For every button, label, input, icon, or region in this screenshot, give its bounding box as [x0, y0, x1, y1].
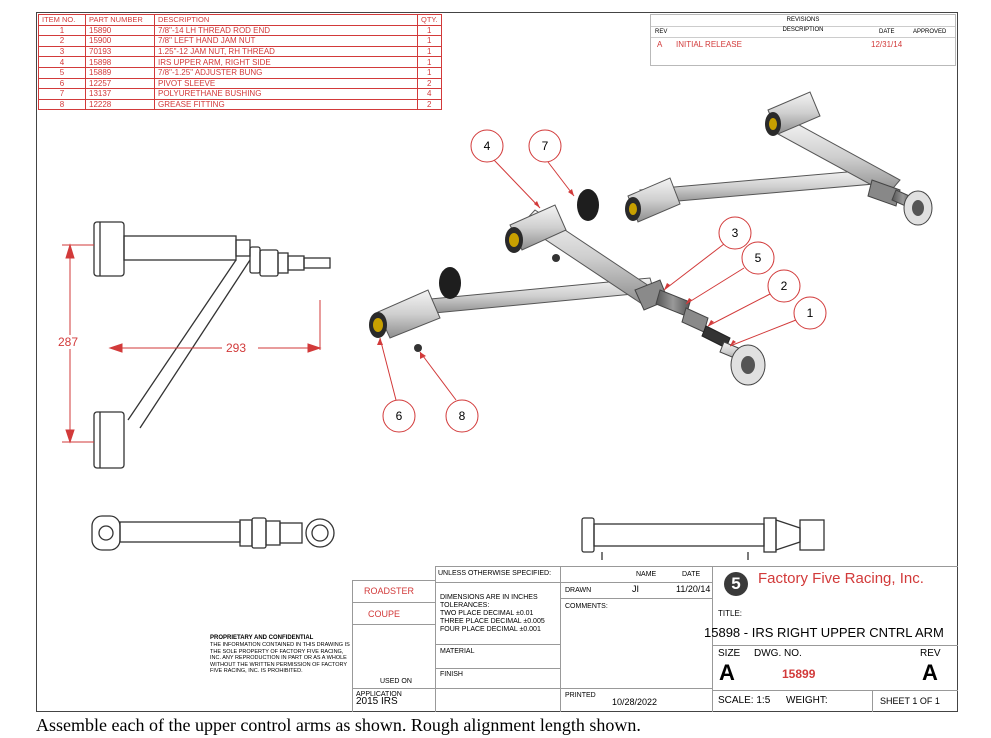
dwg-number: 15899 — [782, 667, 816, 681]
drawn-label: DRAWN — [565, 587, 592, 594]
balloon-2: 2 — [707, 269, 801, 327]
balloon-label: 1 — [807, 306, 814, 320]
balloon-label: 8 — [459, 409, 466, 423]
unless-specified: UNLESS OTHERWISE SPECIFIED: — [438, 570, 552, 577]
four-place-tolerance: FOUR PLACE DECIMAL ±0.001 — [440, 626, 541, 633]
revision-block: REVISIONS REV DESCRIPTION DATE APPROVED … — [650, 14, 956, 66]
balloon-3: 3 — [663, 216, 752, 291]
dimension-height: 287 — [56, 335, 81, 349]
balloon-4: 4 — [470, 129, 541, 209]
date-label: DATE — [682, 571, 701, 578]
logo-number: 5 — [731, 574, 741, 593]
size-value: A — [719, 660, 735, 685]
dimension-width: 293 — [224, 341, 249, 355]
scale: SCALE: 1:5 — [718, 695, 771, 706]
weight: WEIGHT: — [786, 695, 828, 706]
drawn-date: 11/20/14 — [676, 584, 711, 594]
printed-date: 10/28/2022 — [612, 697, 658, 707]
three-place-tolerance: THREE PLACE DECIMAL ±0.005 — [440, 618, 545, 625]
proprietary-text: THE INFORMATION CONTAINED IN THIS DRAWIN… — [210, 642, 350, 675]
desc-header: DESCRIPTION — [782, 27, 824, 33]
top-view — [93, 221, 331, 469]
drawn-name: JI — [632, 584, 640, 594]
exploded-assembly — [369, 189, 766, 386]
balloon-label: 2 — [781, 279, 788, 293]
comments-label: COMMENTS: — [565, 603, 608, 610]
name-label: NAME — [636, 571, 657, 578]
material-label: MATERIAL — [440, 648, 475, 655]
drawing-sheet — [36, 12, 958, 712]
dims-in-inches: DIMENSIONS ARE IN INCHES — [440, 594, 538, 601]
rev-header: REV — [655, 29, 668, 35]
finish-label: FINISH — [440, 671, 463, 678]
balloons: 4 7 3 5 2 1 6 — [377, 129, 827, 433]
roadster-label: ROADSTER — [364, 586, 415, 596]
balloon-label: 4 — [484, 139, 491, 153]
rev-value: A — [922, 660, 938, 685]
balloon-1: 1 — [729, 296, 827, 347]
title-block — [435, 566, 958, 712]
rev-desc: INITIAL RELEASE — [676, 40, 742, 49]
bom-header-desc: DESCRIPTION — [154, 14, 418, 26]
bom-header-qty: QTY. — [417, 14, 442, 26]
bom-header-row: ITEM NO. PART NUMBER DESCRIPTION QTY. — [38, 14, 442, 26]
proprietary-title: PROPRIETARY AND CONFIDENTIAL — [210, 635, 314, 641]
used-on-label: USED ON — [380, 678, 412, 685]
balloon-8: 8 — [419, 351, 479, 433]
rev-date: 12/31/14 — [871, 40, 903, 49]
rev-letter: A — [657, 40, 663, 49]
balloon-6: 6 — [377, 337, 416, 433]
instruction-caption: Assemble each of the upper control arms … — [36, 715, 641, 735]
bom-desc: GREASE FITTING — [154, 98, 418, 111]
balloon-7: 7 — [528, 129, 575, 197]
balloon-label: 3 — [732, 226, 739, 240]
size-label: SIZE — [718, 648, 741, 659]
side-view — [581, 517, 825, 560]
title-label: TITLE: — [718, 609, 743, 618]
bom-qty: 2 — [417, 98, 442, 111]
rev-label: REV — [920, 648, 941, 659]
coupe-label: COUPE — [368, 609, 401, 619]
balloon-label: 7 — [542, 139, 549, 153]
application-label: APPLICATION — [356, 691, 402, 698]
front-view — [91, 515, 335, 551]
printed-label: PRINTED — [565, 692, 596, 699]
assembled-arm — [625, 91, 933, 226]
revisions-title: REVISIONS — [786, 17, 820, 23]
tolerances-label: TOLERANCES: — [440, 602, 490, 609]
sheet-number: SHEET 1 OF 1 — [880, 696, 940, 706]
company-name: Factory Five Racing, Inc. — [758, 570, 924, 587]
two-place-tolerance: TWO PLACE DECIMAL ±0.01 — [440, 610, 534, 617]
balloon-label: 6 — [396, 409, 403, 423]
company-logo: 5 — [724, 572, 748, 596]
application-value: 2015 IRS — [356, 696, 398, 707]
date-header: DATE — [879, 29, 895, 35]
dwg-no-label: DWG. NO. — [754, 648, 802, 659]
balloon-label: 5 — [755, 251, 762, 265]
approved-header: APPROVED — [913, 29, 947, 35]
balloon-5: 5 — [685, 241, 775, 305]
drawing-title: 15898 - IRS RIGHT UPPER CNTRL ARM — [704, 625, 944, 640]
